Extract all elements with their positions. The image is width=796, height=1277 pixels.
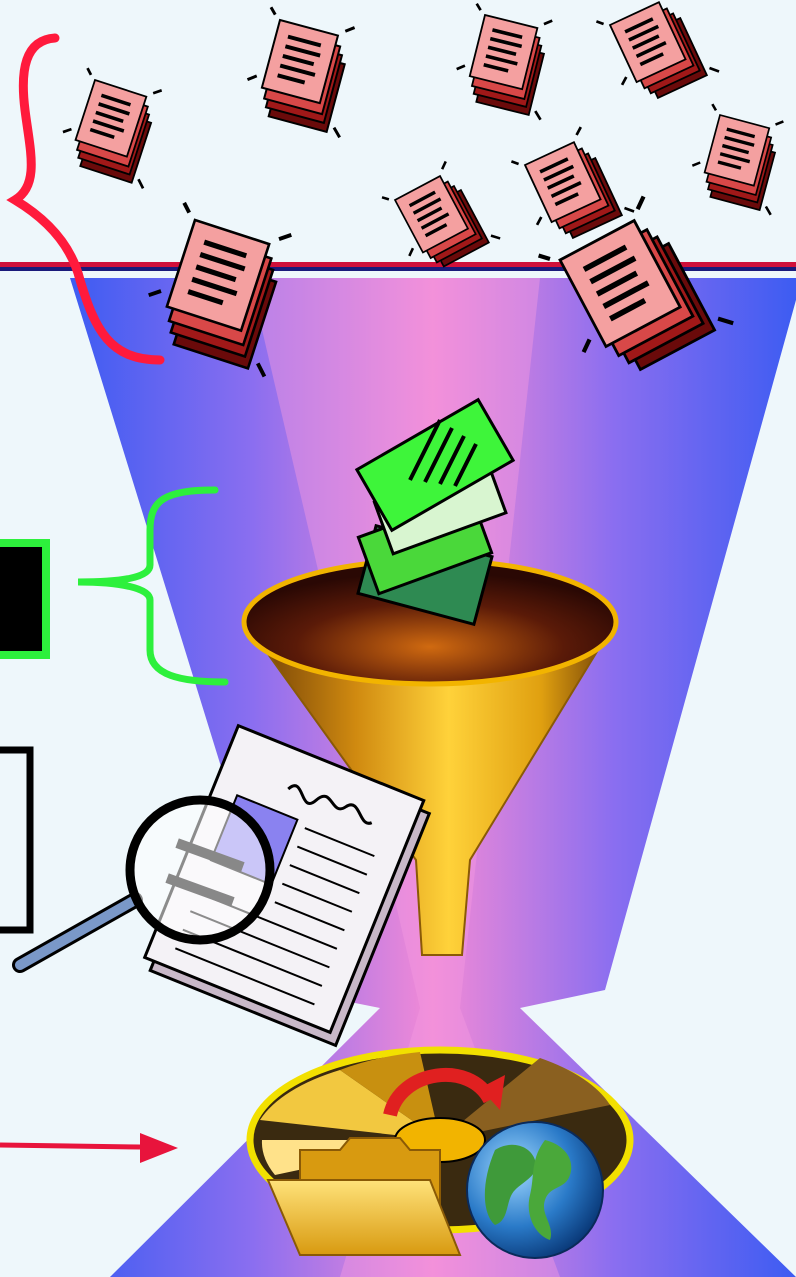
output-arrow-icon	[0, 1133, 178, 1163]
analysis-label-box	[0, 750, 30, 930]
globe-icon	[467, 1122, 603, 1258]
filtered-label-box	[0, 543, 46, 655]
